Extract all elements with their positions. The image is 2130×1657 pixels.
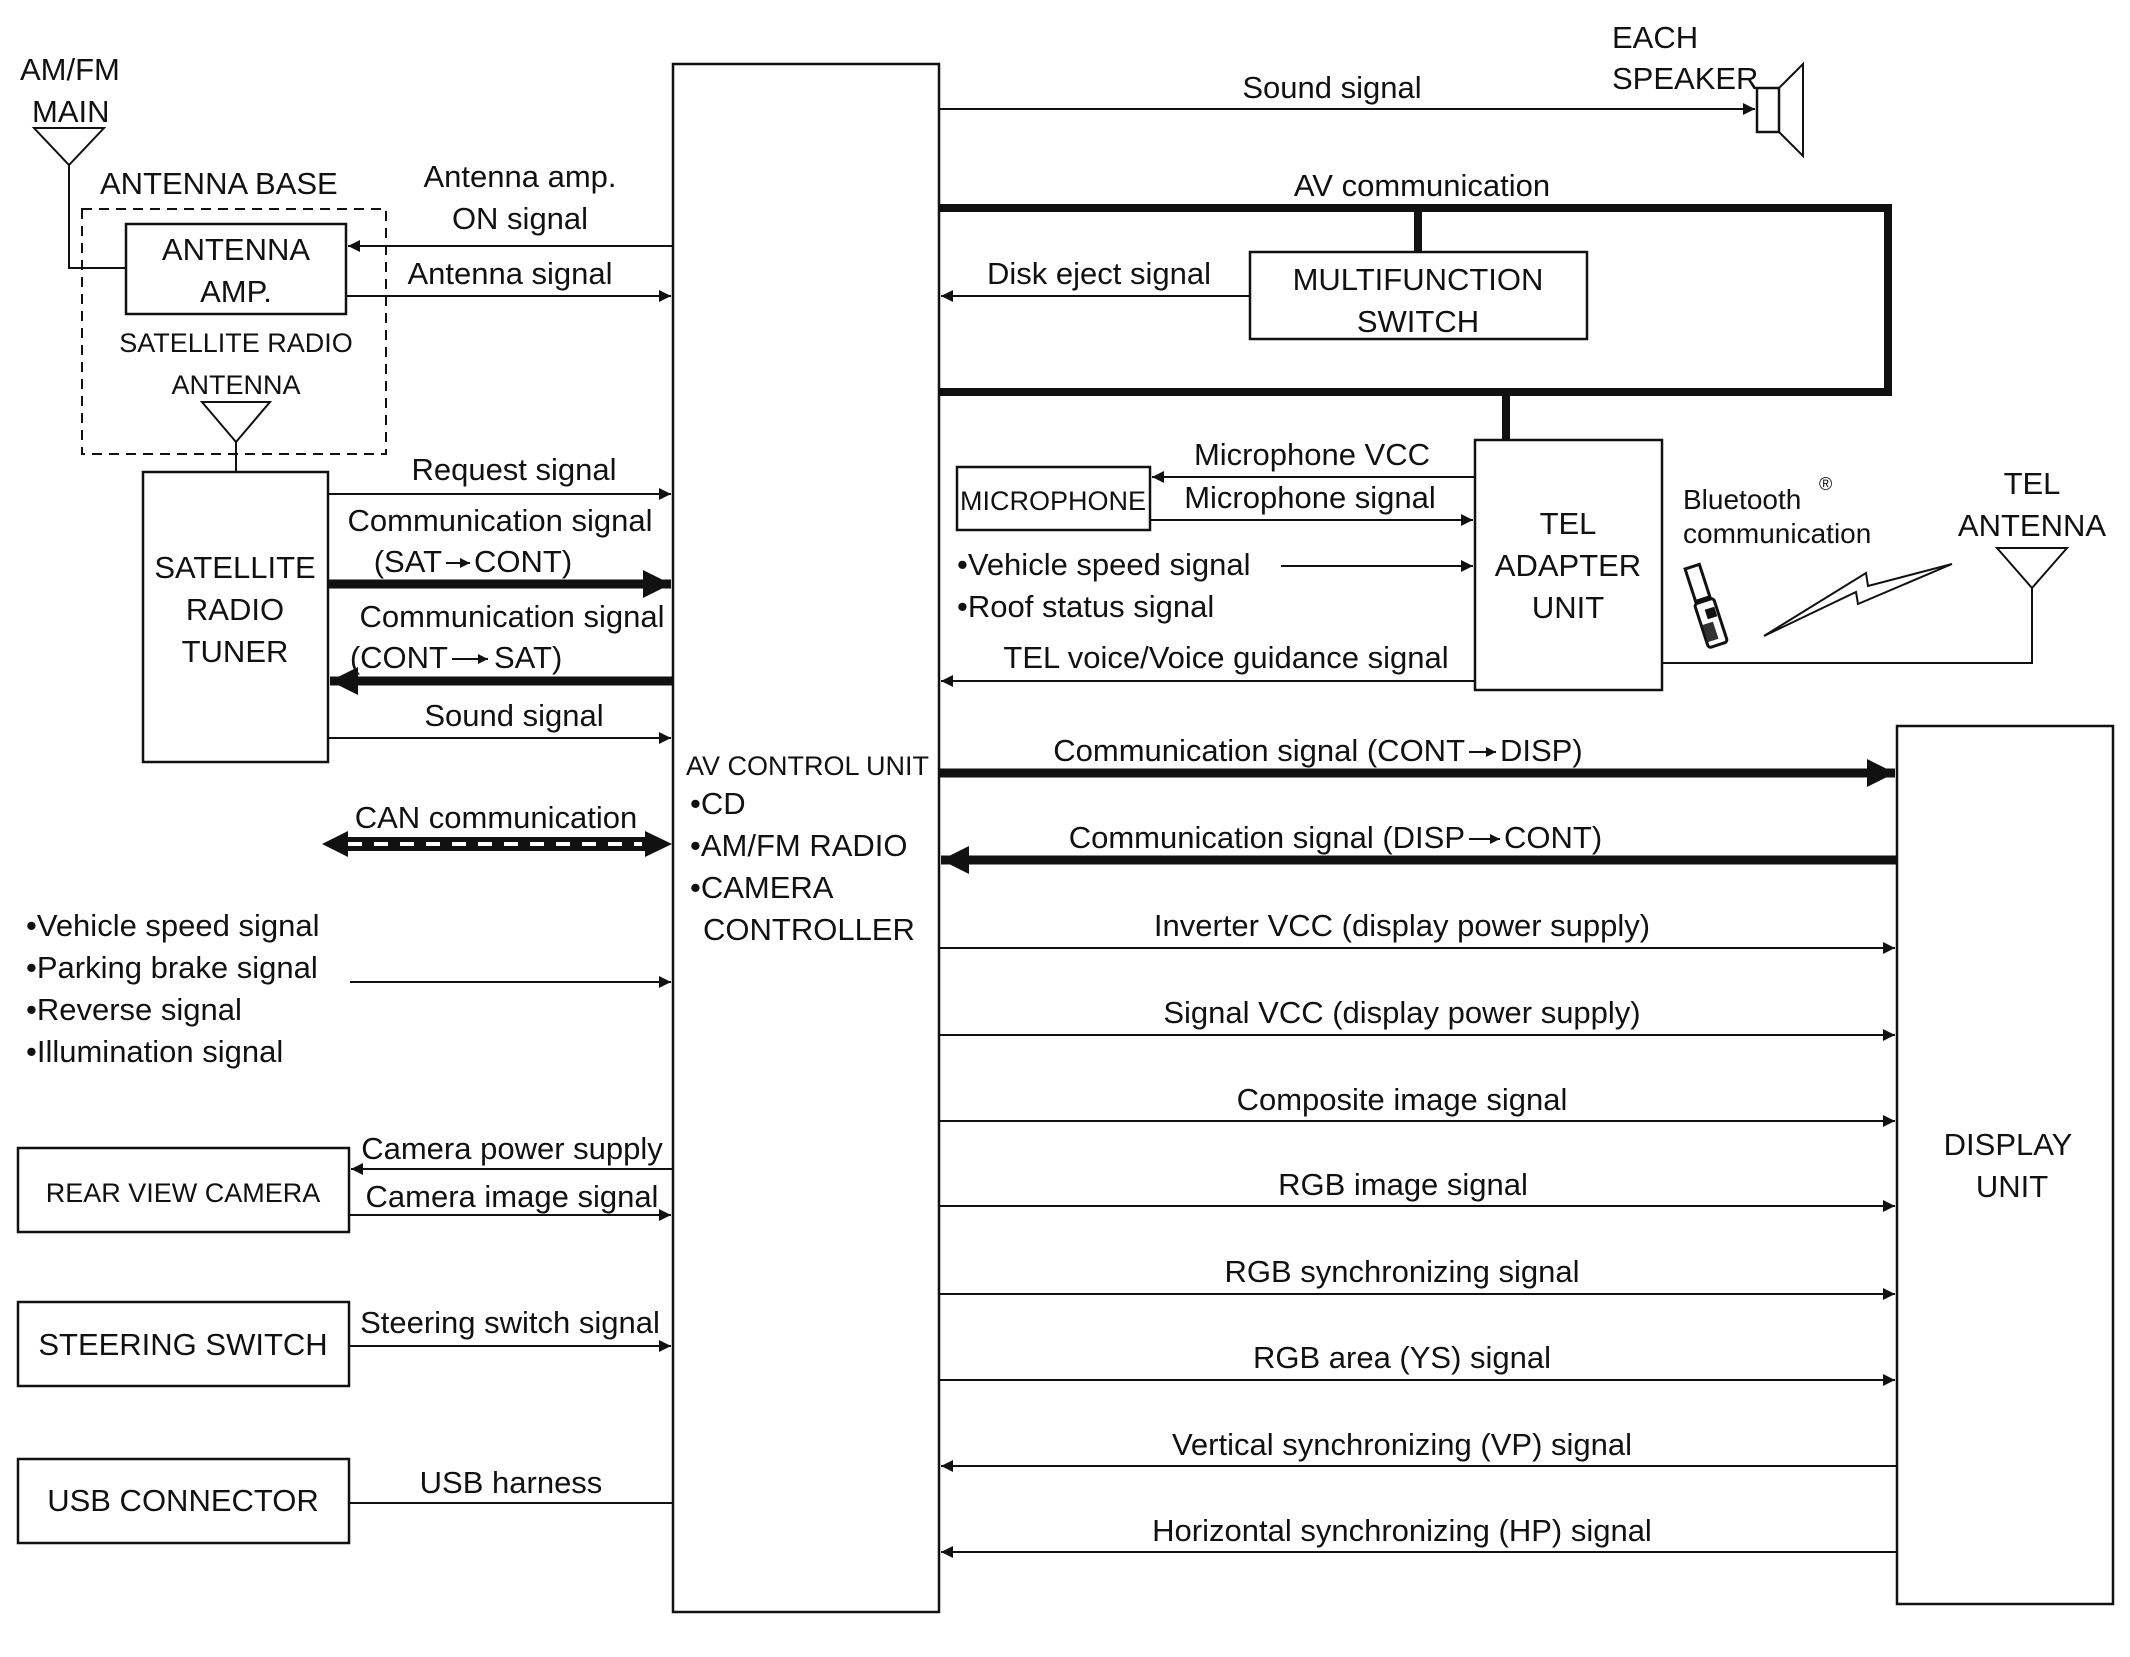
av-input-illumination: •Illumination signal — [26, 1034, 283, 1069]
multifunction-switch-label-1: MULTIFUNCTION — [1293, 262, 1544, 297]
horizontal-sync-label: Horizontal synchronizing (HP) signal — [1152, 1513, 1652, 1548]
antenna-amp-label-1: ANTENNA — [162, 232, 310, 267]
am-fm-main-antenna: AM/FM MAIN — [20, 52, 126, 269]
main-label: MAIN — [32, 94, 110, 129]
av-control-unit-box — [671, 62, 941, 1614]
comm-disp-cont-label-2: CONT) — [1504, 820, 1602, 855]
rear-view-camera-box — [16, 1146, 351, 1234]
tel-adapter-unit-box — [1473, 438, 1664, 692]
comm-cont-sat-label-3: SAT) — [494, 640, 562, 675]
satellite-tuner-label-2: RADIO — [186, 592, 284, 627]
inverter-vcc-label: Inverter VCC (display power supply) — [1154, 908, 1650, 943]
tel-adapter-label-3: UNIT — [1532, 590, 1604, 625]
tel-antenna-label-1: TEL — [2004, 466, 2061, 501]
rgb-sync-label: RGB synchronizing signal — [1225, 1254, 1580, 1289]
wireless-signal-icon — [1763, 563, 1953, 637]
microphone-box — [955, 465, 1152, 532]
comm-disp-cont-label-1: Communication signal (DISP — [1069, 820, 1465, 855]
comm-sat-cont-label-3: CONT) — [474, 544, 572, 579]
vertical-sync-label: Vertical synchronizing (VP) signal — [1172, 1427, 1632, 1462]
av-control-unit-item-camera: •CAMERA — [690, 870, 834, 905]
rgb-image-label: RGB image signal — [1278, 1167, 1528, 1202]
tel-adapter-label-1: TEL — [1540, 506, 1597, 541]
camera-power-label: Camera power supply — [361, 1131, 663, 1166]
each-speaker-label-2: SPEAKER — [1612, 61, 1758, 96]
sound-signal-speaker-label: Sound signal — [1242, 70, 1421, 105]
rgb-area-label: RGB area (YS) signal — [1253, 1340, 1551, 1375]
comm-cont-disp-label-2: DISP) — [1500, 733, 1583, 768]
disk-eject-label: Disk eject signal — [987, 256, 1211, 291]
antenna-amp-on-label-2: ON signal — [452, 201, 588, 236]
sound-signal-tuner-label: Sound signal — [424, 698, 603, 733]
bluetooth-communication-label: communication — [1683, 518, 1871, 549]
display-unit-box — [1895, 724, 2115, 1606]
multifunction-switch-box — [1248, 250, 1589, 341]
comm-cont-disp-label-1: Communication signal (CONT — [1053, 733, 1465, 768]
microphone-label: MICROPHONE — [960, 486, 1146, 516]
each-speaker-label-1: EACH — [1612, 20, 1698, 55]
av-control-unit-title: AV CONTROL UNIT — [686, 751, 929, 781]
av-control-unit-item-cd: •CD — [690, 786, 746, 821]
usb-harness-label: USB harness — [420, 1465, 603, 1500]
av-input-parking-brake: •Parking brake signal — [26, 950, 318, 985]
antenna-amp-on-label-1: Antenna amp. — [423, 159, 616, 194]
satellite-antenna-icon — [199, 401, 273, 444]
tel-antenna-label-2: ANTENNA — [1958, 508, 2106, 543]
tel-adapter-label-2: ADAPTER — [1495, 548, 1641, 583]
multifunction-switch-label-2: SWITCH — [1357, 304, 1479, 339]
tel-voice-label: TEL voice/Voice guidance signal — [1003, 640, 1448, 675]
av-input-vehicle-speed: •Vehicle speed signal — [26, 908, 320, 943]
usb-connector-label: USB CONNECTOR — [47, 1483, 319, 1518]
composite-image-label: Composite image signal — [1237, 1082, 1568, 1117]
steering-switch-signal-label: Steering switch signal — [360, 1305, 660, 1340]
antenna-amp-label-2: AMP. — [200, 274, 272, 309]
av-control-unit-item-controller: CONTROLLER — [703, 912, 915, 947]
comm-cont-sat-label-1: Communication signal — [360, 599, 665, 634]
comm-sat-cont-label-2: (SAT — [374, 544, 442, 579]
steering-switch-box — [16, 1300, 351, 1388]
mobile-phone-icon — [1683, 562, 1729, 649]
satellite-antenna-label-1: SATELLITE RADIO — [119, 328, 353, 358]
tel-antenna-icon — [1994, 547, 2070, 590]
antenna-signal-label: Antenna signal — [407, 256, 612, 291]
microphone-vcc-label: Microphone VCC — [1194, 437, 1430, 472]
antenna-base-region — [81, 208, 387, 455]
av-control-unit-item-radio: •AM/FM RADIO — [690, 828, 908, 863]
am-fm-antenna-icon — [31, 127, 107, 167]
am-fm-label: AM/FM — [20, 52, 120, 87]
av-communication-label: AV communication — [1294, 168, 1550, 203]
request-signal-label: Request signal — [411, 452, 616, 487]
speaker-icon — [1755, 61, 1804, 159]
can-communication-bus — [322, 831, 672, 857]
satellite-radio-tuner-box — [141, 470, 330, 764]
camera-image-label: Camera image signal — [366, 1179, 659, 1214]
signal-vcc-label: Signal VCC (display power supply) — [1163, 995, 1640, 1030]
comm-sat-cont-label-1: Communication signal — [348, 503, 653, 538]
bluetooth-registered-mark: ® — [1819, 474, 1832, 494]
can-communication-label: CAN communication — [355, 800, 638, 835]
antenna-amp-box — [124, 222, 348, 316]
av-communication-bus — [939, 204, 1892, 396]
steering-switch-label: STEERING SWITCH — [38, 1327, 327, 1362]
tel-input-vehicle-speed: •Vehicle speed signal — [957, 547, 1251, 582]
tel-input-roof-status: •Roof status signal — [957, 589, 1214, 624]
satellite-antenna-label-2: ANTENNA — [171, 370, 300, 400]
display-unit-label-2: UNIT — [1976, 1169, 2048, 1204]
comm-cont-sat-label-2: (CONT — [350, 640, 448, 675]
satellite-tuner-label-3: TUNER — [182, 634, 289, 669]
microphone-signal-label: Microphone signal — [1184, 480, 1436, 515]
display-unit-label-1: DISPLAY — [1944, 1127, 2073, 1162]
antenna-base-label: ANTENNA BASE — [100, 166, 338, 201]
satellite-tuner-label-1: SATELLITE — [154, 550, 315, 585]
rear-view-camera-label: REAR VIEW CAMERA — [46, 1178, 321, 1208]
bluetooth-label: Bluetooth — [1683, 484, 1801, 515]
usb-connector-box — [16, 1457, 351, 1545]
av-input-reverse: •Reverse signal — [26, 992, 242, 1027]
